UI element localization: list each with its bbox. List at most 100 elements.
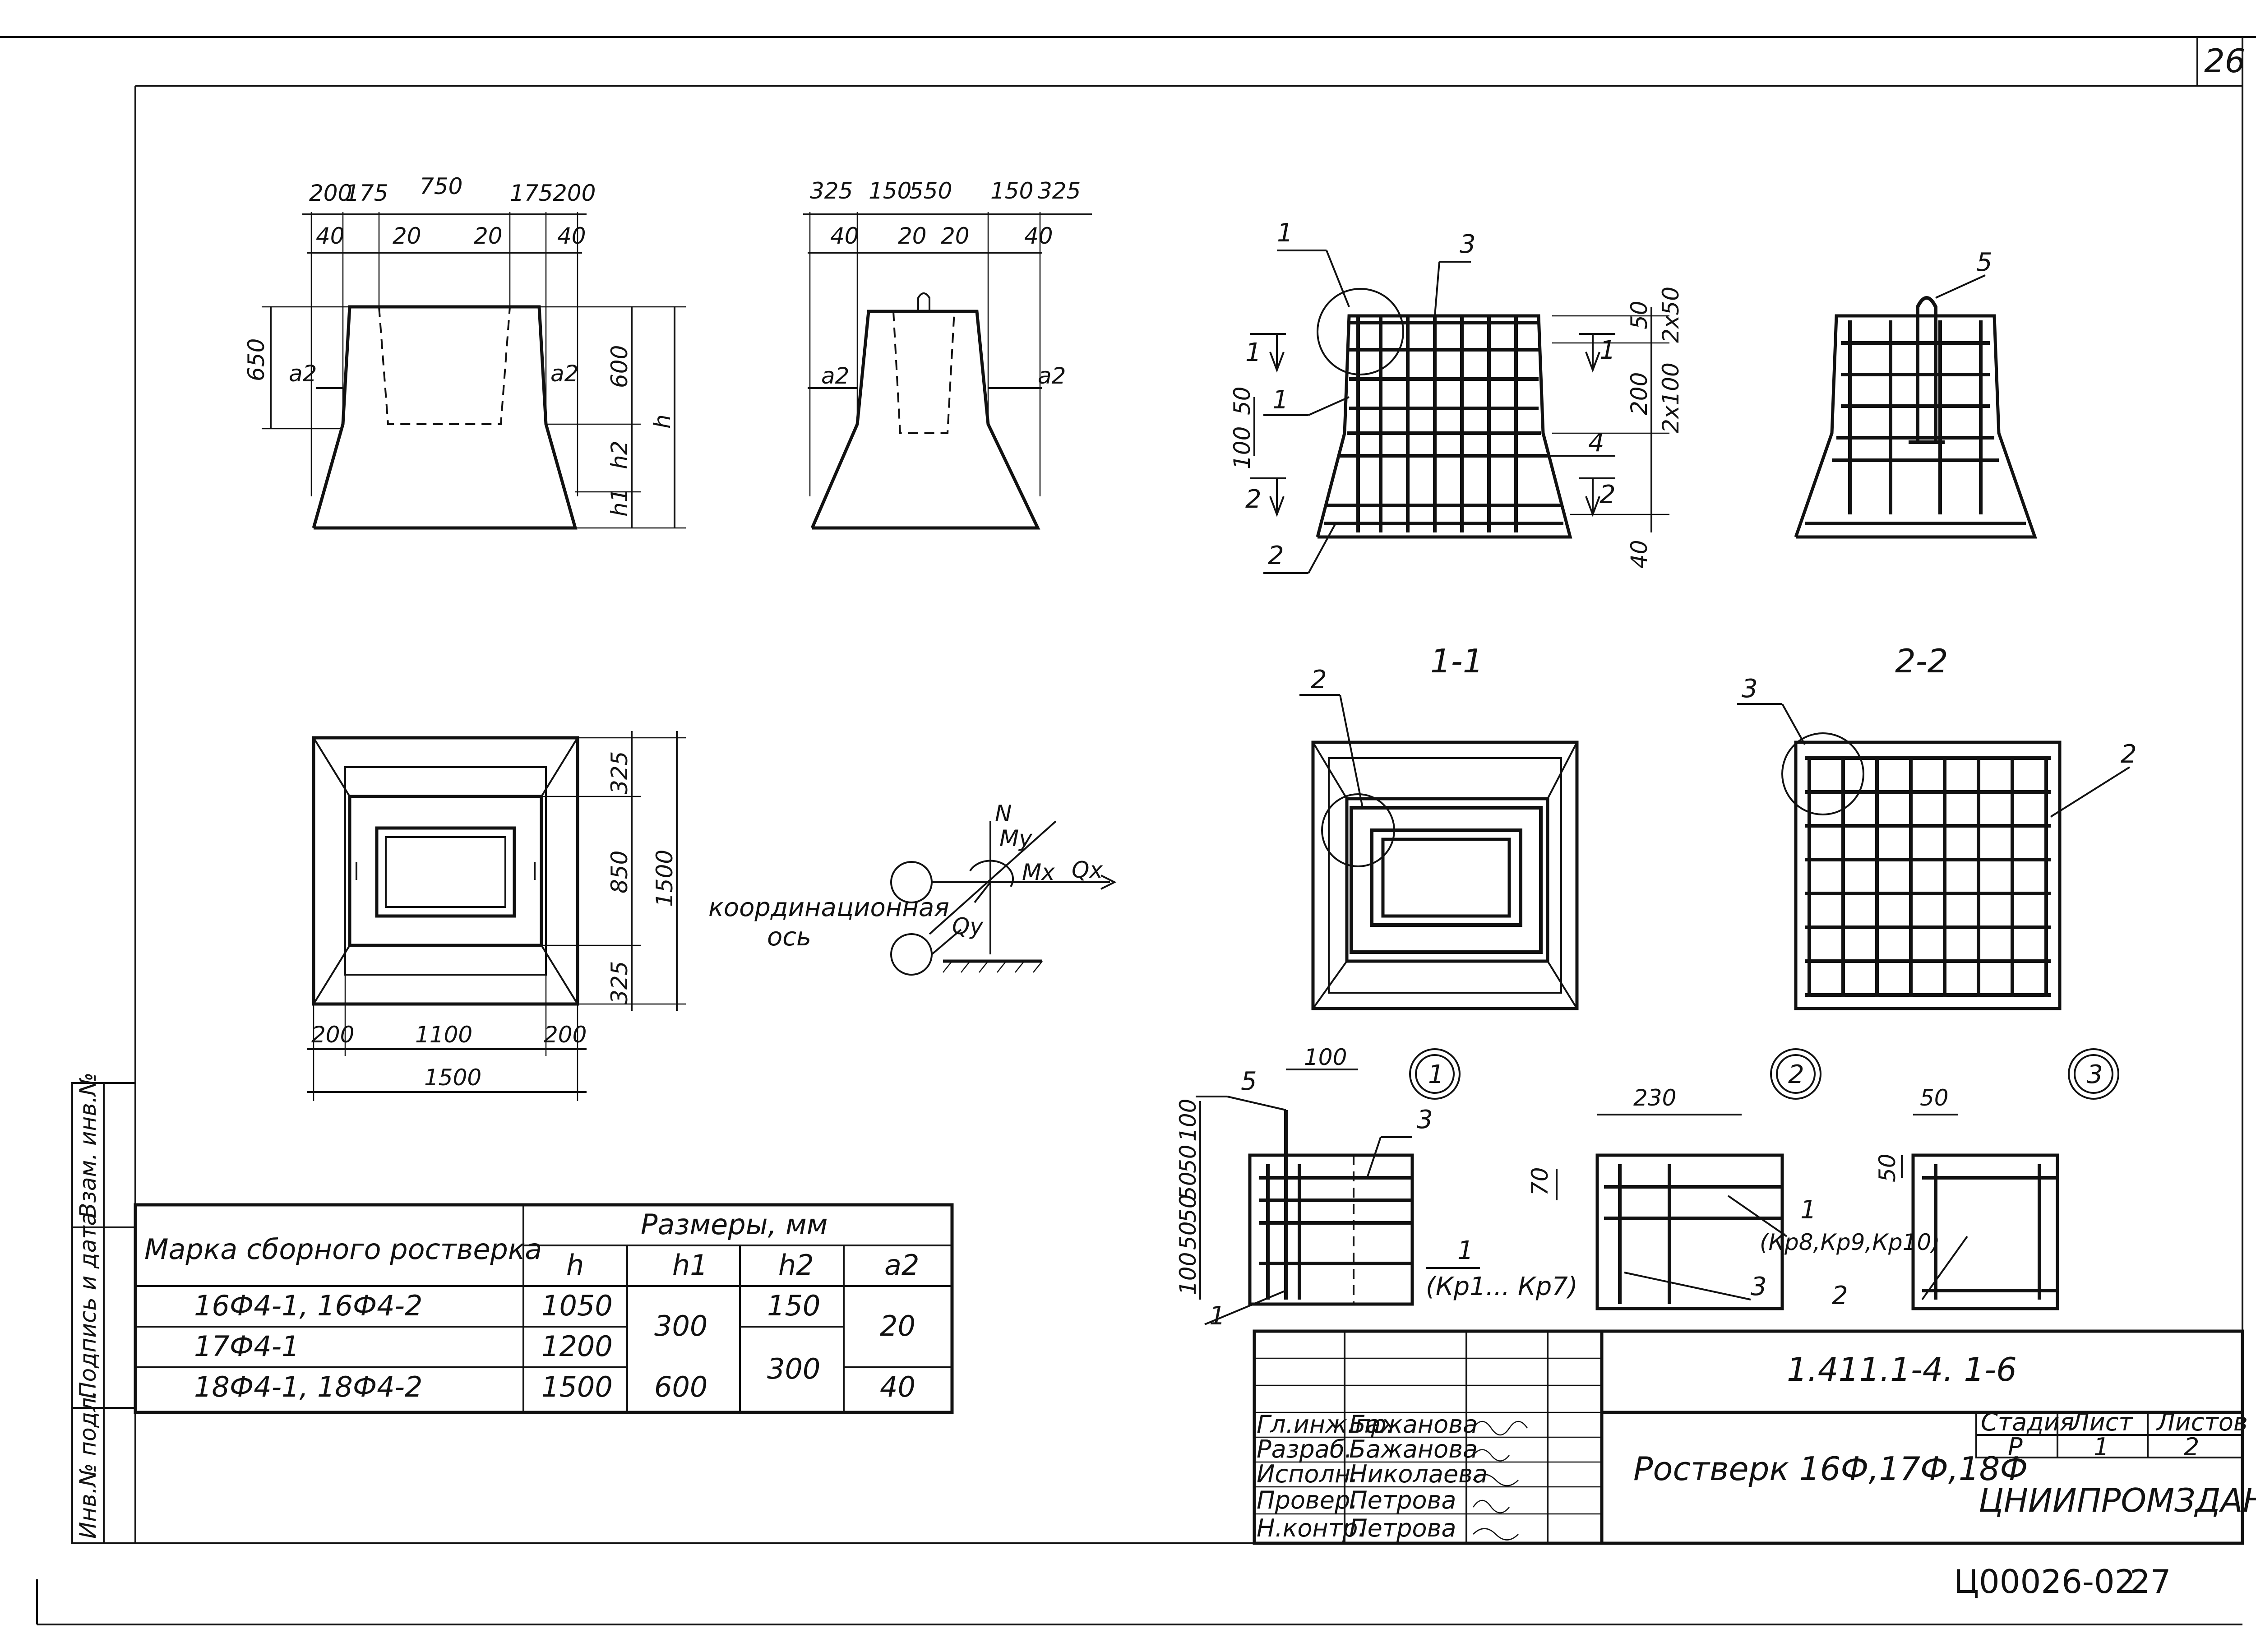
plan-dim-1500h: 1500 xyxy=(424,1064,481,1091)
elev-right-h2: h2 xyxy=(606,440,633,469)
plan-dim-200b: 200 xyxy=(544,1022,587,1048)
d2-dim-70: 70 xyxy=(1527,1167,1553,1196)
rf-dim-2x50: 2x50 xyxy=(1658,287,1684,343)
rs-callout-5: 5 xyxy=(1976,248,1992,277)
load-My: My xyxy=(999,825,1033,851)
plan-dim-1100: 1100 xyxy=(415,1022,472,1048)
section-1-1: 1-1 2 xyxy=(1299,642,1579,1010)
d3-dim-a: 50 xyxy=(1920,1085,1949,1111)
load-Mx: Mx xyxy=(1022,859,1055,885)
side-dim-a: 325 xyxy=(810,178,853,204)
dimensions-table: Марка сборного ростверка Размеры, мм h h… xyxy=(134,1203,954,1414)
rf-callout-2a: 2 xyxy=(1268,541,1284,570)
d1-callout-1b: 1 xyxy=(1457,1236,1474,1265)
d3-callout-2: 2 xyxy=(1832,1281,1848,1310)
table-h2-b: 300 xyxy=(767,1352,820,1385)
tb-stage: Р xyxy=(2008,1433,2023,1461)
d1-dim-c: 50 xyxy=(1175,1171,1201,1200)
table-h1-header: h1 xyxy=(672,1249,708,1282)
rf-callout-3: 3 xyxy=(1460,230,1476,259)
tb-name-1: Бажанова xyxy=(1349,1410,1478,1439)
d1-dim-a: 100 xyxy=(1175,1099,1201,1142)
side-sub-a: 40 xyxy=(830,223,859,249)
elev-sub-d: 40 xyxy=(557,223,586,249)
tb-role-3: Исполн. xyxy=(1257,1460,1358,1488)
tb-role-5: Н.контр. xyxy=(1257,1514,1366,1542)
tb-doc-code: 1.411.1-4. 1-6 xyxy=(1787,1351,2017,1388)
elev-dim-b: 175 xyxy=(345,180,388,206)
rf-dim-50: 50 xyxy=(1626,301,1652,329)
plan-dim-200a: 200 xyxy=(311,1022,354,1048)
detail-2-marker: 2 xyxy=(1788,1060,1804,1089)
title-block: 1.411.1-4. 1-6 Гл.инж.пр. Разраб. Исполн… xyxy=(1253,1329,2256,1545)
elev-right-a2: a2 xyxy=(550,361,578,387)
detail-2: 2 230 70 1 (Кр8,Кр9,Кр10) 3 xyxy=(1527,1048,1940,1310)
tb-name-4: Петрова xyxy=(1349,1486,1456,1514)
d2-dim-230: 230 xyxy=(1633,1085,1676,1111)
section-1-1-title: 1-1 xyxy=(1430,642,1484,680)
detail-1-marker: 1 xyxy=(1428,1060,1444,1089)
side-dim-c: 550 xyxy=(909,178,952,204)
tb-sheets-header: Листов xyxy=(2156,1408,2248,1436)
archive-page: 27 xyxy=(2130,1563,2171,1601)
elev-right-h1: h1 xyxy=(606,488,633,517)
elev-left-a2: a2 xyxy=(289,361,317,387)
sheet-number: 26 xyxy=(2204,42,2246,80)
s11-callout-2: 2 xyxy=(1311,665,1327,694)
elev-dim-c: 750 xyxy=(420,173,462,199)
rf-dim-200: 200 xyxy=(1626,372,1652,415)
table-row3-h: 1500 xyxy=(541,1370,613,1403)
rf-section-1-left: 1 xyxy=(1245,338,1262,367)
side-sub-b: 20 xyxy=(898,223,927,249)
elev-dim-e: 200 xyxy=(553,180,596,206)
s22-callout-2: 2 xyxy=(2121,740,2137,769)
stamp-replace-label: Взам. инв.№ xyxy=(75,1072,101,1218)
load-axis-label: координационная xyxy=(708,893,949,922)
d1-dim-f: 50 xyxy=(1175,1221,1201,1250)
table-row2-h: 1200 xyxy=(541,1330,613,1363)
side-dim-b: 150 xyxy=(869,178,911,204)
tb-role-1: Гл.инж.пр. xyxy=(1257,1410,1394,1439)
detail-3-marker: 3 xyxy=(2087,1060,2103,1089)
foundation-plan: 325 850 325 1500 200 1100 200 1500 xyxy=(307,731,686,1101)
table-a2-header: a2 xyxy=(884,1249,919,1282)
sheet-number-box xyxy=(2196,36,2243,87)
plan-dim-325a: 325 xyxy=(606,751,633,794)
elev-dim-d: 175 xyxy=(510,180,553,206)
d1-callout-5: 5 xyxy=(1241,1067,1257,1096)
detail-1: 1 5 3 1 1 (Кр1... Кр7) 100 100 50 50 50 … xyxy=(1175,1044,1578,1331)
table-h1-b: 600 xyxy=(654,1370,707,1403)
elev-left-650: 650 xyxy=(243,338,269,381)
tb-org: ЦНИИПРОМЗДАНИЙ xyxy=(1979,1481,2256,1519)
rf-dim-2x100: 2x100 xyxy=(1658,362,1684,433)
table-a2-a: 20 xyxy=(880,1310,915,1342)
table-row1-h: 1050 xyxy=(541,1289,613,1322)
tb-role-4: Провер. xyxy=(1257,1486,1358,1514)
tb-sheets: 2 xyxy=(2184,1433,2199,1461)
tb-title: Ростверк 16Ф,17Ф,18Ф xyxy=(1633,1450,2028,1488)
rf-callout-1a: 1 xyxy=(1277,218,1293,248)
table-a2-b: 40 xyxy=(880,1370,915,1403)
table-h1-a: 300 xyxy=(654,1310,707,1342)
tb-sheet-header: Лист xyxy=(2070,1408,2133,1436)
load-Qy: Qy xyxy=(952,913,984,939)
table-row3-mark: 18Ф4-1, 18Ф4-2 xyxy=(194,1370,422,1403)
elev-sub-c: 20 xyxy=(474,223,503,249)
d1-dim-d: 50 xyxy=(1175,1194,1201,1223)
reinforcement-front: 1 3 1 4 2 1 2 1 2 50 2x50 200 2x100 40 1… xyxy=(1229,218,1684,574)
s22-callout-3: 3 xyxy=(1742,674,1758,703)
plan-dim-850: 850 xyxy=(606,851,633,893)
d1-dim-e: 100 xyxy=(1175,1252,1201,1295)
stamp-sign-label: Подпись и дата xyxy=(75,1212,101,1399)
section-2-2: 2-2 3 2 xyxy=(1737,642,2137,1010)
elev-sub-a: 40 xyxy=(316,223,345,249)
table-h2-header: h2 xyxy=(778,1249,814,1282)
elev-sub-b: 20 xyxy=(393,223,421,249)
d1-dim-top: 100 xyxy=(1304,1044,1347,1070)
archive-code: Ц00026-02 xyxy=(1954,1563,2136,1601)
rf-dim-100: 100 xyxy=(1229,426,1255,469)
table-col1-header: Марка сборного ростверка xyxy=(144,1233,542,1266)
tb-name-5: Петрова xyxy=(1349,1514,1456,1542)
elev-right-h: h xyxy=(649,414,675,429)
